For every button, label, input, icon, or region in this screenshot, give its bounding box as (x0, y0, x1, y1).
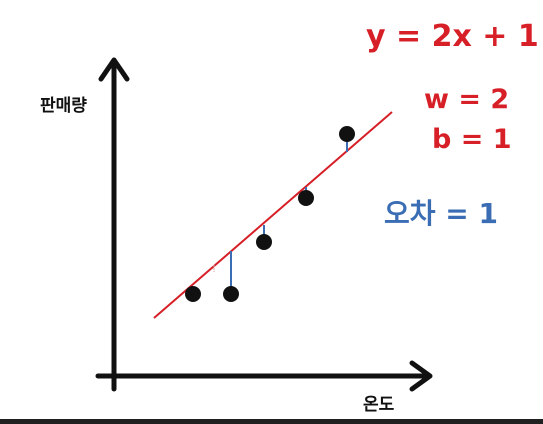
error-label: 오차 = 1 (384, 197, 498, 230)
y-axis-arrowhead (98, 57, 130, 82)
data-point (256, 234, 272, 250)
y-axis-label: 판매량 (40, 96, 87, 116)
weight-label: w = 2 (424, 84, 510, 115)
bias-label: b = 1 (432, 124, 512, 155)
x-axis-arrowhead (409, 360, 433, 392)
data-point (185, 286, 201, 302)
regression-line (153, 111, 393, 319)
regression-equation: y = 2x + 1 (366, 19, 539, 54)
data-point (298, 190, 314, 206)
x-axis-label: 온도 (363, 395, 395, 415)
data-point (223, 286, 239, 302)
data-point (339, 126, 355, 142)
bottom-edge-bar (0, 419, 543, 424)
